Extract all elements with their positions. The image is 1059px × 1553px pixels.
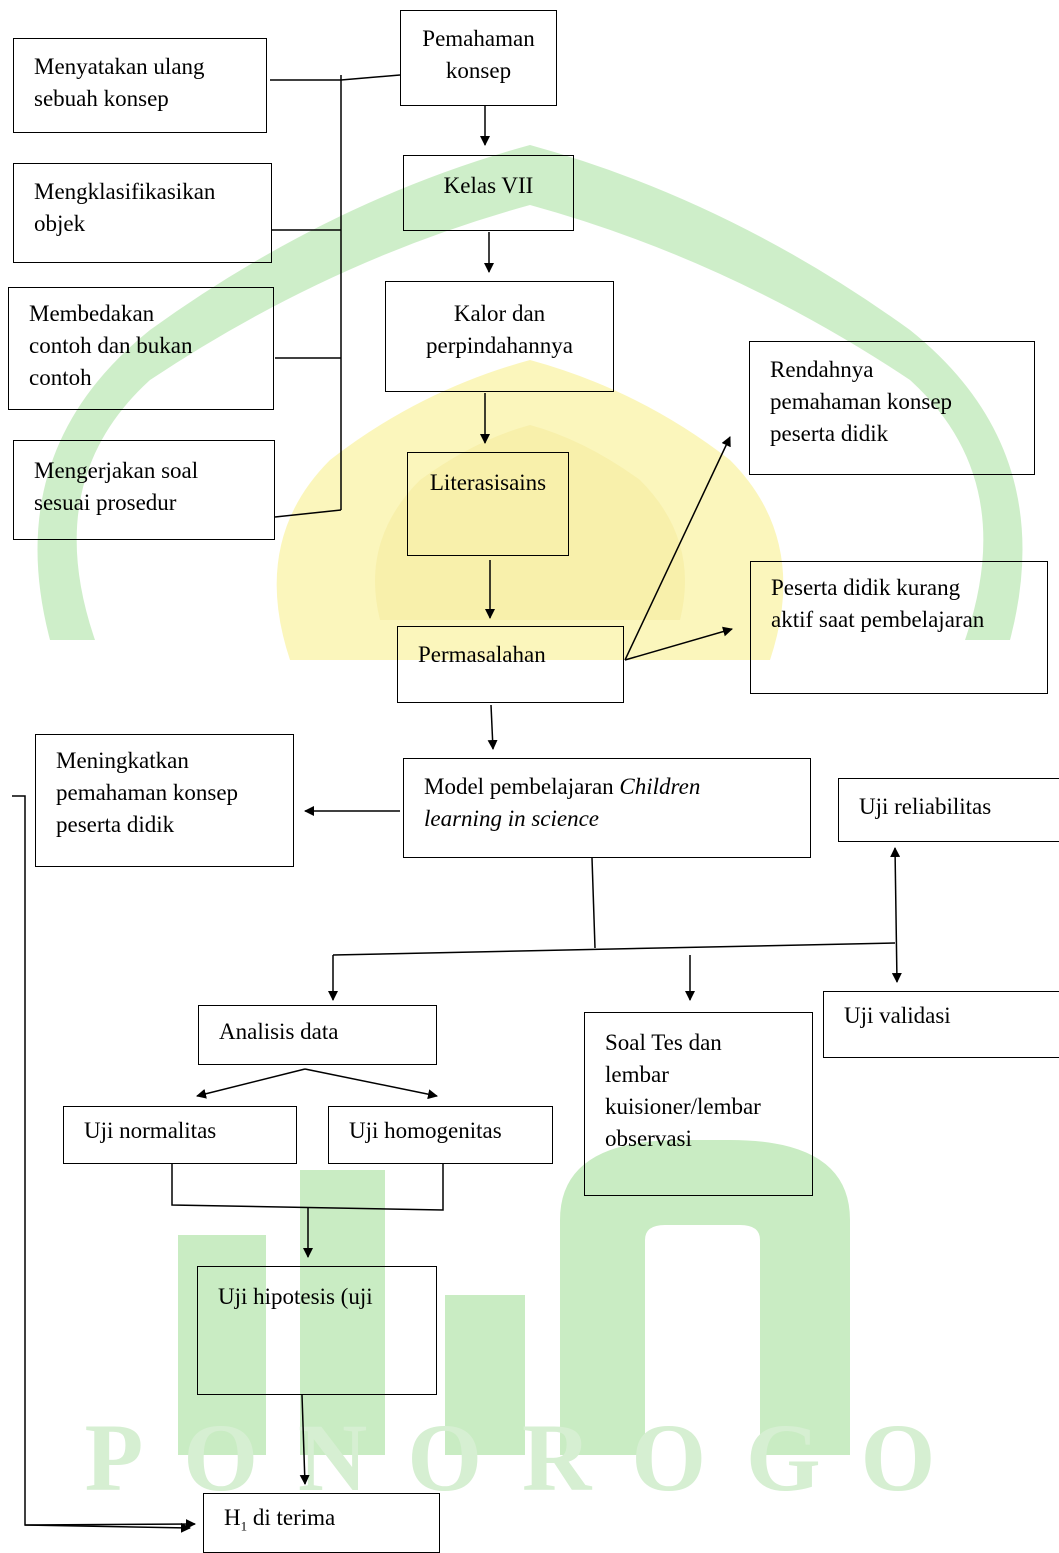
box-meningkatkan: Meningkatkan pemahaman konsep peserta di… bbox=[35, 734, 294, 867]
arrow-permasalahan-kurang-aktif bbox=[624, 626, 733, 661]
kalor-line-2: perpindahannya bbox=[426, 333, 573, 358]
rendahnya-line-1: Rendahnya bbox=[770, 357, 874, 382]
h1-line-1: H1 di terima bbox=[224, 1502, 419, 1543]
soal-line-2: lembar bbox=[605, 1062, 669, 1087]
kurang-aktif-line-1: Peserta didik kurang bbox=[771, 575, 961, 600]
homogenitas-line-1: Uji homogenitas bbox=[349, 1118, 502, 1143]
soal-line-4: observasi bbox=[605, 1126, 692, 1151]
hipotesis-line-1: Uji hipotesis (uji bbox=[218, 1284, 373, 1309]
kelas-line-1: Kelas VII bbox=[443, 173, 534, 198]
menyatakan-line-1: Menyatakan ulang bbox=[34, 54, 205, 79]
soal-line-3: kuisioner/lembar bbox=[605, 1094, 761, 1119]
box-mengklasifikasikan: Mengklasifikasikan objek bbox=[13, 163, 272, 263]
h1-subscript: 1 bbox=[240, 1518, 248, 1534]
box-mengerjakan: Mengerjakan soal sesuai prosedur bbox=[13, 440, 275, 540]
h1-symbol: H bbox=[224, 1505, 241, 1530]
box-hipotesis: Uji hipotesis (uji bbox=[197, 1266, 437, 1395]
box-pemahaman-konsep: Pemahaman konsep bbox=[400, 10, 557, 106]
box-kalor: Kalor dan perpindahannya bbox=[385, 281, 614, 392]
box-permasalahan: Permasalahan bbox=[397, 626, 624, 703]
mengerjakan-line-1: Mengerjakan soal bbox=[34, 458, 199, 483]
box-literasi: Literasisains bbox=[407, 452, 569, 556]
pemahaman-line-1: Pemahaman bbox=[422, 26, 535, 51]
pemahaman-line-2: konsep bbox=[445, 58, 512, 83]
membedakan-line-2: contoh dan bukan bbox=[29, 333, 193, 358]
analisis-line-1: Analisis data bbox=[219, 1019, 339, 1044]
model-line-1-text: Model pembelajaran bbox=[424, 774, 620, 799]
menyatakan-line-2: sebuah konsep bbox=[34, 86, 169, 111]
mengerjakan-line-2: sesuai prosedur bbox=[34, 490, 177, 515]
box-analisis: Analisis data bbox=[198, 1005, 437, 1065]
permasalahan-line-1: Permasalahan bbox=[418, 642, 546, 667]
box-soal: Soal Tes dan lembar kuisioner/lembar obs… bbox=[584, 1012, 813, 1196]
normalitas-line-1: Uji normalitas bbox=[84, 1118, 217, 1143]
box-h1: H1 di terima bbox=[203, 1493, 440, 1553]
soal-line-1: Soal Tes dan bbox=[605, 1030, 722, 1055]
connectors bbox=[12, 74, 902, 1533]
kalor-line-1: Kalor dan bbox=[453, 301, 546, 326]
box-membedakan: Membedakan contoh dan bukan contoh bbox=[8, 287, 274, 410]
box-normalitas: Uji normalitas bbox=[63, 1106, 297, 1164]
meningkatkan-line-1: Meningkatkan bbox=[56, 748, 189, 773]
connector-mengerjakan bbox=[274, 509, 342, 518]
arrow-reliabilitas-validasi bbox=[890, 847, 902, 983]
rendahnya-line-2: pemahaman konsep bbox=[770, 389, 953, 414]
model-line-1: Model pembelajaran Children bbox=[424, 771, 790, 803]
box-kelas: Kelas VII bbox=[403, 155, 574, 231]
mengklasifikasikan-line-1: Mengklasifikasikan bbox=[34, 179, 216, 204]
connector-menyatakan bbox=[270, 74, 401, 81]
meningkatkan-line-3: peserta didik bbox=[56, 812, 175, 837]
box-rendahnya: Rendahnya pemahaman konsep peserta didik bbox=[749, 341, 1035, 475]
meningkatkan-line-2: pemahaman konsep bbox=[56, 780, 239, 805]
connector-branch-horizontal bbox=[332, 942, 896, 956]
kurang-aktif-line-2: aktif saat pembelajaran bbox=[771, 607, 985, 632]
connector-meningkatkan-h1 bbox=[12, 795, 191, 1533]
arrow-permasalahan-model bbox=[487, 704, 498, 750]
box-homogenitas: Uji homogenitas bbox=[328, 1106, 553, 1164]
mengklasifikasikan-line-2: objek bbox=[34, 211, 86, 236]
connector-model-trunk bbox=[591, 857, 596, 949]
validasi-line-1: Uji validasi bbox=[844, 1003, 951, 1028]
box-reliabilitas: Uji reliabilitas bbox=[838, 778, 1059, 842]
arrow-permasalahan-rendahnya bbox=[624, 436, 731, 661]
membedakan-line-3: contoh bbox=[29, 365, 92, 390]
literasi-line-1: Literasisains bbox=[429, 470, 547, 495]
arrow-h1-lower bbox=[24, 1519, 196, 1530]
arrow-analisis-homogenitas bbox=[304, 1068, 438, 1100]
membedakan-line-1: Membedakan bbox=[29, 301, 155, 326]
box-model: Model pembelajaran Children learning in … bbox=[403, 758, 811, 858]
box-menyatakan: Menyatakan ulang sebuah konsep bbox=[13, 38, 267, 133]
arrow-hipotesis-h1 bbox=[299, 1394, 310, 1485]
watermark-logo: PONOROGO bbox=[37, 145, 1023, 1511]
rendahnya-line-3: peserta didik bbox=[770, 421, 889, 446]
model-line-2: learning in science bbox=[424, 806, 600, 831]
box-validasi: Uji validasi bbox=[823, 991, 1059, 1058]
box-kurang-aktif: Peserta didik kurang aktif saat pembelaj… bbox=[750, 561, 1048, 694]
h1-rest: di terima bbox=[247, 1505, 336, 1530]
arrow-analisis-normalitas bbox=[196, 1068, 306, 1099]
reliabilitas-line-1: Uji reliabilitas bbox=[859, 794, 992, 819]
model-line-1-italic: Children bbox=[619, 774, 701, 799]
